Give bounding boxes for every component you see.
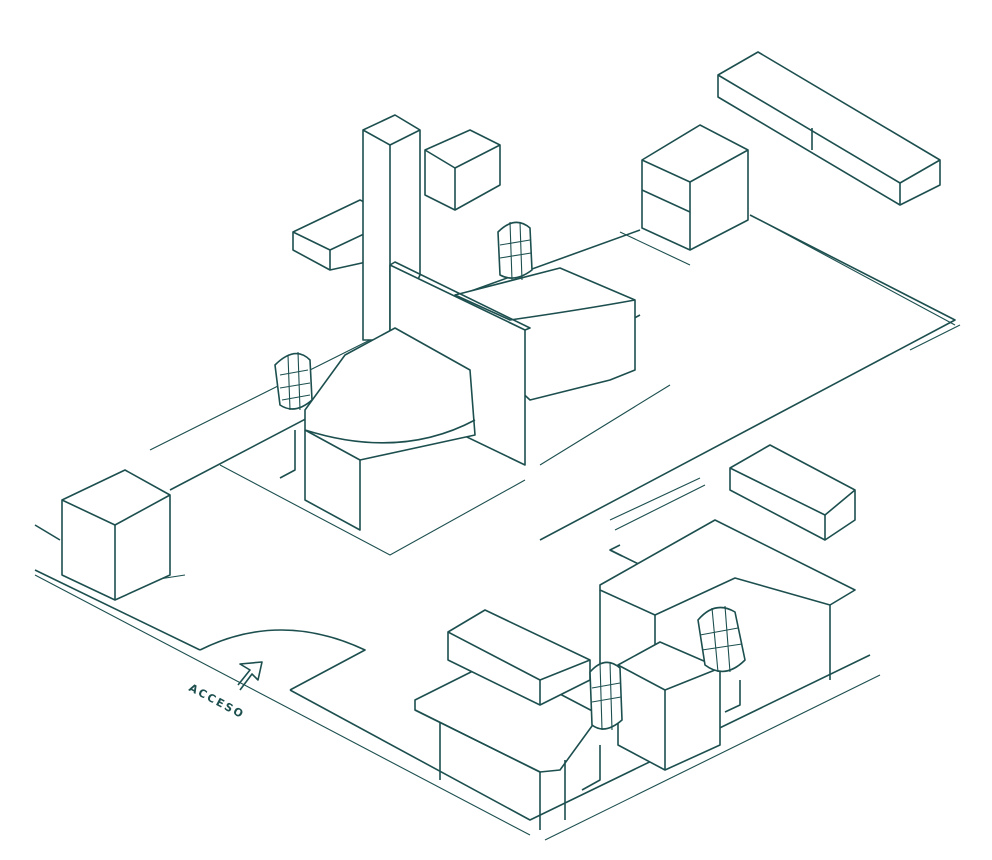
central-workstation xyxy=(304,261,636,531)
entrance-door xyxy=(199,629,366,691)
office-chair xyxy=(697,605,746,713)
wall-shelf-mid-right xyxy=(729,444,856,541)
office-chair xyxy=(274,351,313,479)
storage-cabinet-left xyxy=(61,469,171,601)
office-chair xyxy=(581,661,623,791)
arrow-head-icon xyxy=(609,544,623,557)
file-cabinet-top xyxy=(641,124,749,251)
wall-shelf-top-right xyxy=(717,51,941,206)
lower-workstation xyxy=(414,519,856,830)
entrance-label: ACCESO xyxy=(187,681,247,721)
office-chair xyxy=(497,221,533,281)
floor-outline xyxy=(34,214,961,841)
